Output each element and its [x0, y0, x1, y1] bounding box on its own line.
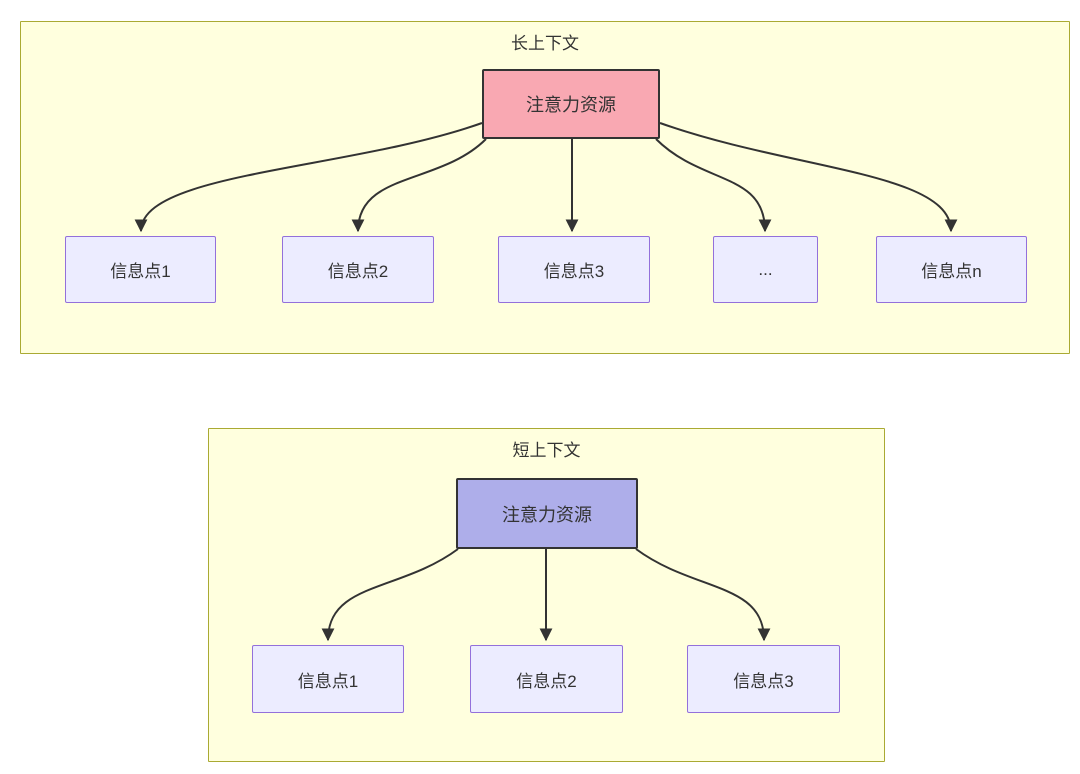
short-info-point-2-node: 信息点2 [470, 645, 623, 713]
long-info-point-2-label: 信息点2 [327, 262, 389, 281]
long-info-point-n-label: 信息点n [921, 262, 982, 281]
long-info-point-3-node: 信息点3 [498, 236, 650, 303]
long-attention-resource-node: 注意力资源 [482, 69, 660, 139]
long-info-point-1-label: 信息点1 [110, 262, 171, 281]
short-info-point-1-node: 信息点1 [252, 645, 404, 713]
short-info-point-1-label: 信息点1 [297, 671, 359, 691]
long-info-point-2-node: 信息点2 [282, 236, 434, 303]
long-info-point-ellipsis-label: ... [758, 259, 773, 279]
short-info-point-2-label: 信息点2 [516, 671, 577, 691]
short-info-point-3-node: 信息点3 [687, 645, 840, 713]
long-attention-resource-label: 注意力资源 [526, 95, 616, 115]
long-info-point-n-node: 信息点n [876, 236, 1027, 303]
short-context-title: 短上下文 [512, 441, 581, 460]
short-attention-resource-label: 注意力资源 [502, 504, 592, 525]
long-info-point-3-label: 信息点3 [543, 262, 605, 281]
long-context-title: 长上下文 [511, 34, 579, 53]
long-info-point-1-node: 信息点1 [65, 236, 216, 303]
short-info-point-3-label: 信息点3 [733, 671, 794, 691]
long-info-point-ellipsis-node: ... [713, 236, 818, 303]
short-attention-resource-node: 注意力资源 [456, 478, 638, 549]
